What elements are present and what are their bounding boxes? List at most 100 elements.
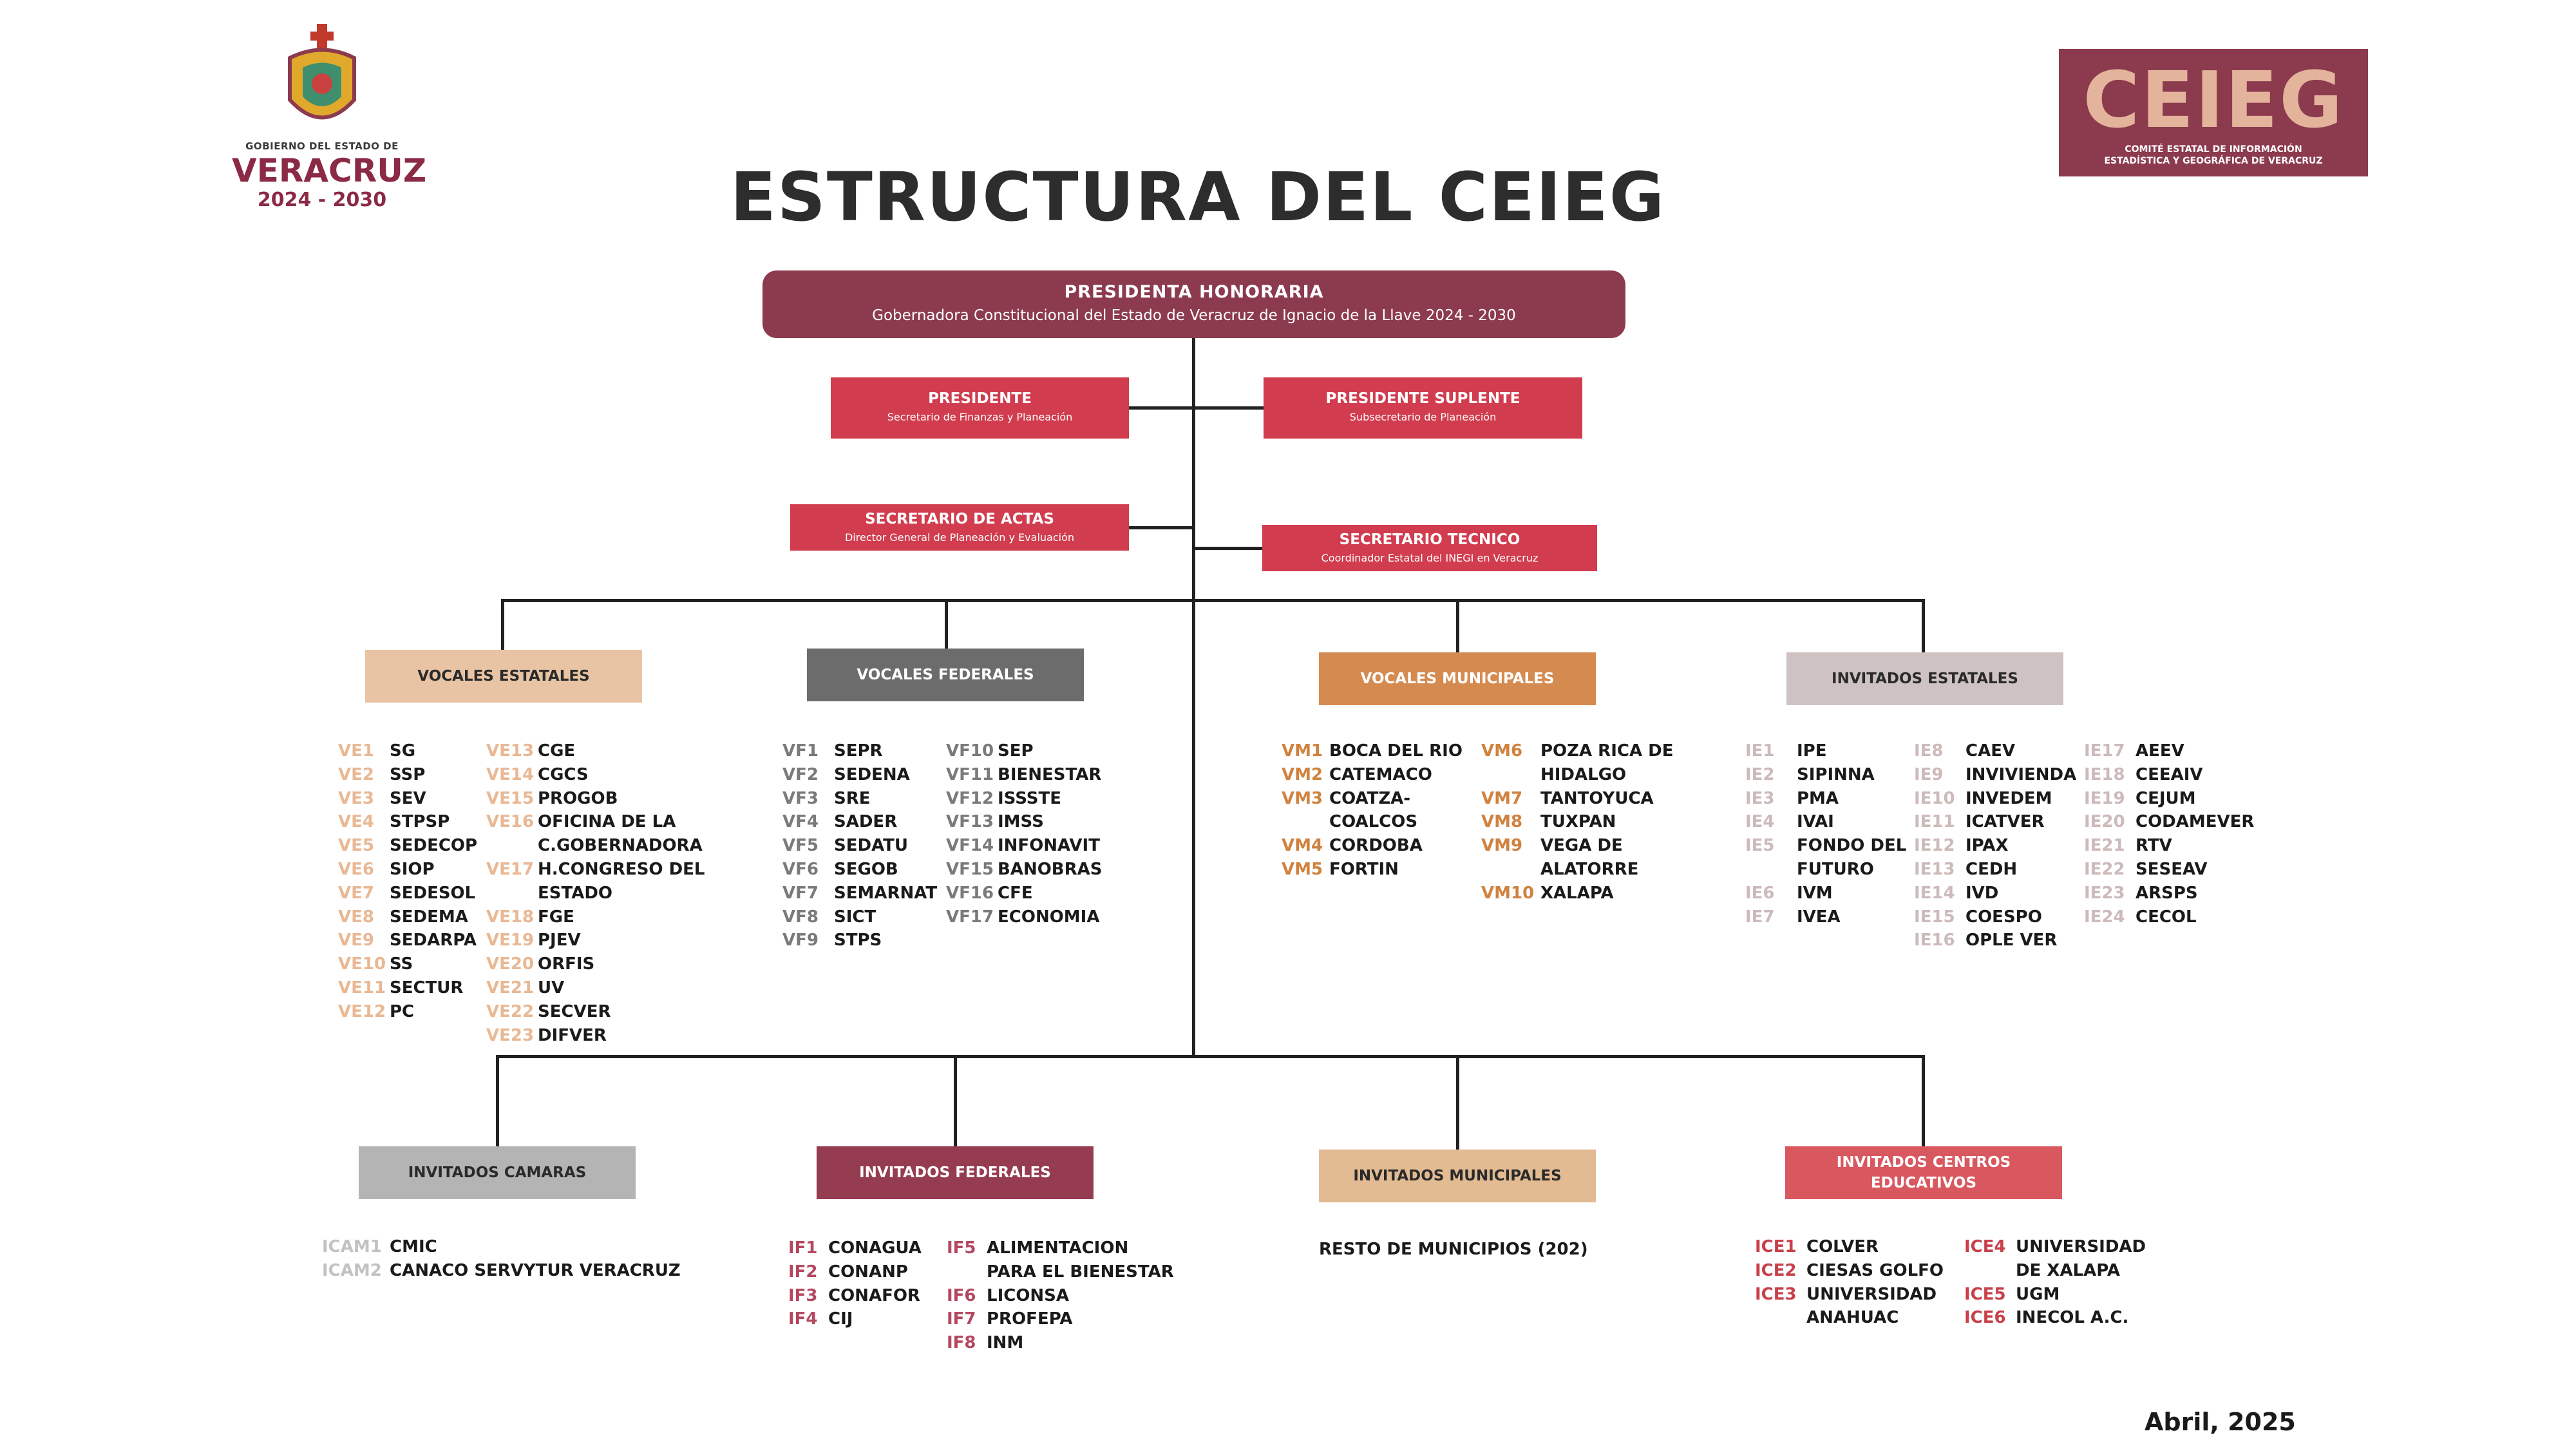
- member-code: VE8: [338, 907, 374, 927]
- member-name: H.CONGRESO DEL: [538, 859, 705, 879]
- member-name: SECVER: [538, 1001, 611, 1021]
- connector-presidente: [1129, 406, 1264, 410]
- member-name: ALATORRE: [1540, 859, 1639, 879]
- member-name: PROFEPA: [987, 1309, 1073, 1329]
- member-name: BOCA DEL RIO: [1329, 741, 1463, 761]
- member-name: ISSSTE: [998, 788, 1062, 808]
- ceieg-logo-word: CEIEG: [2083, 56, 2344, 146]
- connector-drop-ve: [501, 599, 504, 650]
- member-code: IF8: [947, 1333, 976, 1353]
- member-code: VM1: [1282, 741, 1323, 761]
- member-code: VE14: [486, 764, 535, 784]
- member-name: IVEA: [1797, 907, 1841, 927]
- member-code: IE12: [1914, 836, 1955, 856]
- member-code: VM7: [1481, 788, 1523, 808]
- list-item: VM1 BOCA DEL RIO: [1282, 739, 1463, 763]
- member-name: IMSS: [998, 812, 1044, 832]
- connector-drop-ice: [1922, 1055, 1925, 1146]
- member-code: VE23: [486, 1025, 535, 1045]
- gobierno-veracruz-logo: GOBIERNO DEL ESTADO DE VERACRUZ 2024 - 2…: [232, 23, 426, 216]
- invitados-centros-educativos-box: INVITADOS CENTROS EDUCATIVOS: [1785, 1146, 2062, 1199]
- member-code: IE16: [1914, 931, 1955, 951]
- connector-sec-actas: [1129, 526, 1195, 529]
- member-code: VE22: [486, 1001, 535, 1021]
- member-name: ECONOMIA: [998, 907, 1100, 927]
- member-code: [486, 834, 538, 858]
- member-code: IE3: [1745, 788, 1775, 808]
- member-name: SG: [390, 741, 416, 761]
- member-name: CODAMEVER: [2136, 812, 2255, 832]
- member-name: SEP: [998, 741, 1034, 761]
- member-code: VE10: [338, 954, 386, 974]
- member-code: IF7: [947, 1309, 976, 1329]
- member-name: COESPO: [1965, 907, 2042, 927]
- member-code: IE9: [1914, 764, 1944, 784]
- member-name: CECOL: [2136, 907, 2197, 927]
- member-code: IE7: [1745, 907, 1775, 927]
- secretario-tecnico-box: SECRETARIO TECNICO Coordinador Estatal d…: [1262, 525, 1597, 571]
- secretario-tecnico-title: SECRETARIO TECNICO: [1339, 531, 1520, 548]
- member-name: CANACO SERVYTUR VERACRUZ: [390, 1260, 681, 1280]
- member-name: DIFVER: [538, 1025, 607, 1045]
- member-code: IE14: [1914, 883, 1955, 903]
- veracruz-crest-icon: [288, 24, 356, 120]
- member-name: SEPR: [834, 741, 883, 761]
- connector-drop-icam: [496, 1055, 499, 1146]
- member-name: SEDATU: [834, 836, 909, 856]
- member-code: VF3: [782, 788, 819, 808]
- member-name: SEV: [390, 788, 426, 808]
- member-name: RTV: [2136, 836, 2172, 856]
- member-code: [1755, 1306, 1806, 1330]
- member-name: STPSP: [390, 812, 450, 832]
- member-code: ICE2: [1755, 1260, 1797, 1280]
- member-code: VM9: [1481, 836, 1523, 856]
- member-code: VE5: [338, 836, 374, 856]
- member-name: SIPINNA: [1797, 764, 1875, 784]
- member-name: IVAI: [1797, 812, 1834, 832]
- member-code: VF5: [782, 836, 819, 856]
- vocales-estatales-box: VOCALES ESTATALES: [365, 650, 642, 703]
- footer-date: Abril, 2025: [2145, 1408, 2296, 1436]
- member-code: VE12: [338, 1001, 386, 1021]
- member-code: VF1: [782, 741, 819, 761]
- member-code: VF10: [946, 741, 994, 761]
- member-code: [1282, 810, 1329, 834]
- member-code: IE6: [1745, 883, 1775, 903]
- connector-main-vertical: [1192, 338, 1195, 1058]
- member-code: VE18: [486, 907, 535, 927]
- member-code: VE20: [486, 954, 535, 974]
- secretario-actas-box: SECRETARIO DE ACTAS Director General de …: [790, 504, 1129, 551]
- member-code: VM8: [1481, 812, 1523, 832]
- presidenta-honoraria-box: PRESIDENTA HONORARIA Gobernadora Constit…: [762, 270, 1625, 338]
- list-item: IF7 PROFEPA: [947, 1307, 1174, 1331]
- member-code: VF2: [782, 764, 819, 784]
- member-code: IE5: [1745, 836, 1775, 856]
- invitados-federales-box: INVITADOS FEDERALES: [817, 1146, 1094, 1199]
- member-code: ICE5: [1964, 1284, 2006, 1304]
